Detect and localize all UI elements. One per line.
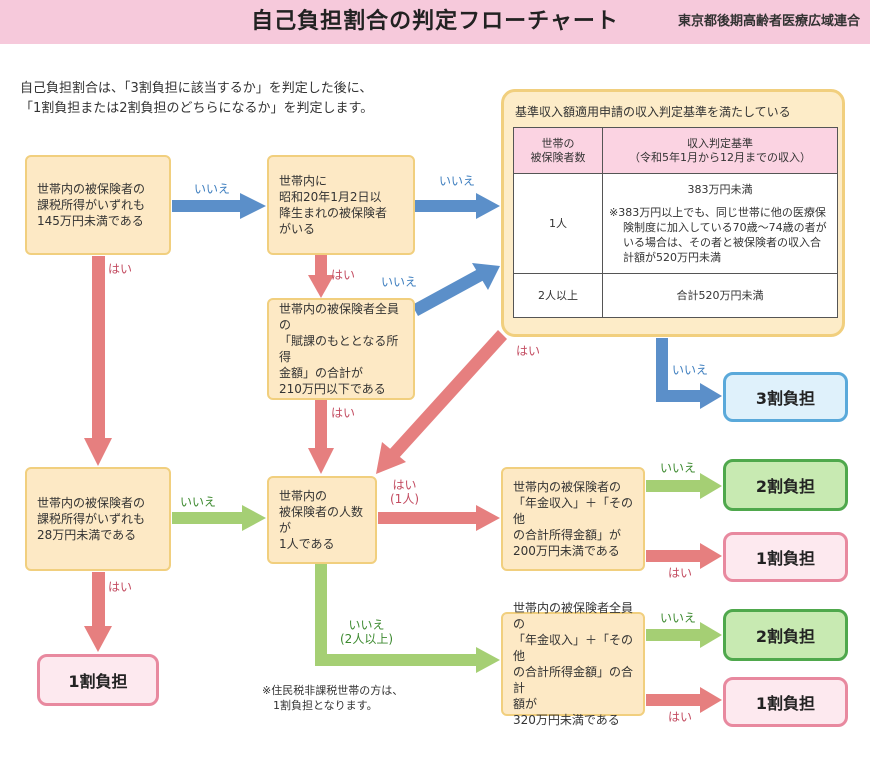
result-1wari-b: 1割負担 (723, 677, 848, 727)
header-bar (0, 0, 870, 44)
arrow-n3-n5 (308, 400, 334, 474)
result-1wari-a: 1割負担 (723, 532, 848, 582)
label-no-n3: いいえ (381, 275, 418, 289)
row1-main: 383万円未満 (687, 183, 753, 196)
arrow-n4-r1c (84, 572, 112, 652)
arrow-n7-r1b (646, 687, 722, 713)
label-yes-one: はい (1人) (390, 478, 419, 506)
arrow-n2-criteria (414, 193, 500, 219)
label-yes-n7: はい (668, 710, 693, 724)
node-pension-320: 世帯内の被保険者全員の 「年金収入」＋「その他 の合計所得金額」の合計 額が 3… (501, 601, 645, 727)
label-no-n6: いいえ (660, 461, 697, 475)
arrow-n4-n5 (172, 505, 266, 531)
node-pension-200: 世帯内の被保険者の 「年金収入」＋「その他 の合計所得金額」が 200万円未満で… (501, 467, 645, 571)
row2-count: 2人以上 (513, 273, 603, 318)
header-count: 世帯の 被保険者数 (513, 127, 603, 174)
result-2wari-b: 2割負担 (723, 609, 848, 661)
arrow-criteria-n5 (376, 330, 507, 474)
row2-basis: 合計520万円未満 (602, 273, 838, 318)
node-income-210: 世帯内の被保険者全員の 「賦課のもととなる所得 金額」の合計が 210万円以下で… (267, 298, 415, 400)
label-no-n1: いいえ (194, 182, 231, 196)
result-2wari-a: 2割負担 (723, 459, 848, 511)
row1-basis: 383万円未満 ※383万円以上でも、同じ世帯に他の医療保険制度に加入している7… (602, 173, 838, 274)
arrow-n5-n6 (378, 505, 500, 531)
label-no-n7: いいえ (660, 611, 697, 625)
node-taxable-income-28: 世帯内の被保険者の 課税所得がいずれも 28万円未満である (25, 467, 171, 571)
label-yes-n2: はい (331, 268, 356, 282)
node-one-person: 世帯内の 被保険者の人数が 1人である (267, 476, 377, 564)
arrow-n1-n2 (172, 193, 266, 219)
result-1wari-c: 1割負担 (37, 654, 159, 706)
arrow-criteria-r3 (656, 338, 722, 409)
label-no-criteria: いいえ (672, 363, 709, 377)
arrow-n3-criteria (412, 263, 500, 316)
footnote: ※住民税非課税世帯の方は、 1割負担となります。 (262, 684, 404, 712)
label-yes-n1: はい (108, 262, 133, 276)
criteria-table: 世帯の 被保険者数 収入判定基準 （令和5年1月から12月までの収入） 1人 3… (513, 127, 838, 318)
label-no-two: いいえ (2人以上) (340, 618, 393, 646)
row1-count: 1人 (513, 173, 603, 274)
label-yes-n3: はい (331, 406, 356, 420)
arrow-n6-r1a (646, 543, 722, 569)
criteria-title: 基準収入額適用申請の収入判定基準を満たしている (515, 105, 791, 119)
intro-text: 自己負担割合は、「3割負担に該当するか」を判定した後に、 「1割負担または2割負… (20, 81, 374, 116)
node-born-after-s20: 世帯内に 昭和20年1月2日以 降生まれの被保険者 がいる (267, 155, 415, 255)
arrow-n7-r2b (646, 622, 722, 648)
arrow-n2-n3 (308, 255, 334, 298)
organization-name: 東京都後期高齢者医療広域連合 (677, 14, 860, 29)
result-3wari: 3割負担 (723, 372, 848, 422)
label-no-n4: いいえ (180, 495, 217, 509)
label-yes-n4: はい (108, 580, 133, 594)
page-title: 自己負担割合の判定フローチャート (251, 9, 619, 34)
arrow-n5-n7 (315, 564, 500, 673)
row1-note: ※383万円以上でも、同じ世帯に他の医療保険制度に加入している70歳～74歳の者… (609, 206, 827, 264)
label-yes-criteria: はい (516, 344, 541, 358)
label-yes-n6: はい (668, 566, 693, 580)
arrow-n6-r2a (646, 473, 722, 499)
header-basis: 収入判定基準 （令和5年1月から12月までの収入） (602, 127, 838, 174)
arrow-n1-n4 (84, 256, 112, 466)
node-taxable-income-145: 世帯内の被保険者の 課税所得がいずれも 145万円未満である (25, 155, 171, 255)
label-no-n2: いいえ (439, 174, 476, 188)
